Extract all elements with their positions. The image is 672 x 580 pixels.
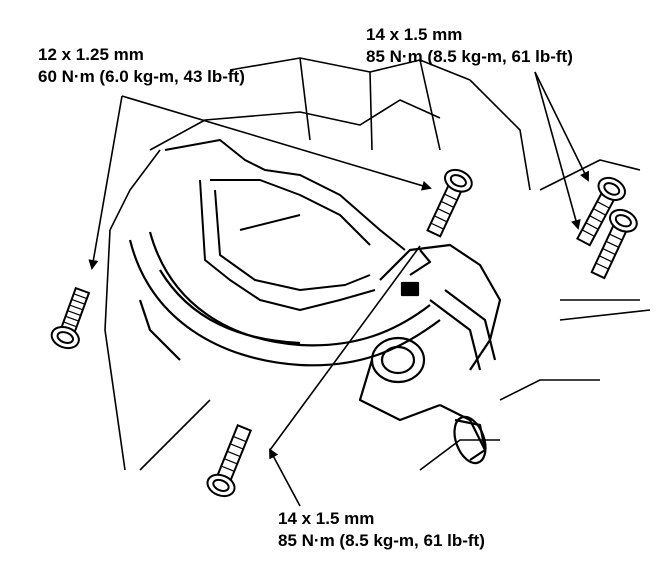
mount-bracket xyxy=(164,139,406,311)
torque-spec-label: 85 N·m (8.5 kg-m, 61 lb-ft) xyxy=(366,47,573,66)
torque-spec-label: 60 N·m (6.0 kg-m, 43 lb-ft) xyxy=(38,67,245,86)
torque-callout-top-right: 14 x 1.5 mm 85 N·m (8.5 kg-m, 61 lb-ft) xyxy=(366,24,573,68)
torque-callout-bottom: 14 x 1.5 mm 85 N·m (8.5 kg-m, 61 lb-ft) xyxy=(278,508,485,552)
bolt-size-label: 14 x 1.5 mm xyxy=(366,25,463,44)
bolt-icon xyxy=(206,424,253,498)
engine-block-outline xyxy=(104,57,651,471)
lower-arm xyxy=(128,231,441,367)
bolt-icon xyxy=(576,176,626,247)
bolt-icon xyxy=(426,168,473,238)
mount-body xyxy=(358,243,502,465)
torque-spec-label: 85 N·m (8.5 kg-m, 61 lb-ft) xyxy=(278,531,485,550)
torque-callout-top-left: 12 x 1.25 mm 60 N·m (6.0 kg-m, 43 lb-ft) xyxy=(38,44,245,88)
bolt-icon xyxy=(50,286,91,350)
bolt-size-label: 14 x 1.5 mm xyxy=(278,509,375,528)
leader-arrow-icon xyxy=(88,71,589,507)
bolt-icon xyxy=(590,208,638,280)
bolt-size-label: 12 x 1.25 mm xyxy=(38,45,144,64)
